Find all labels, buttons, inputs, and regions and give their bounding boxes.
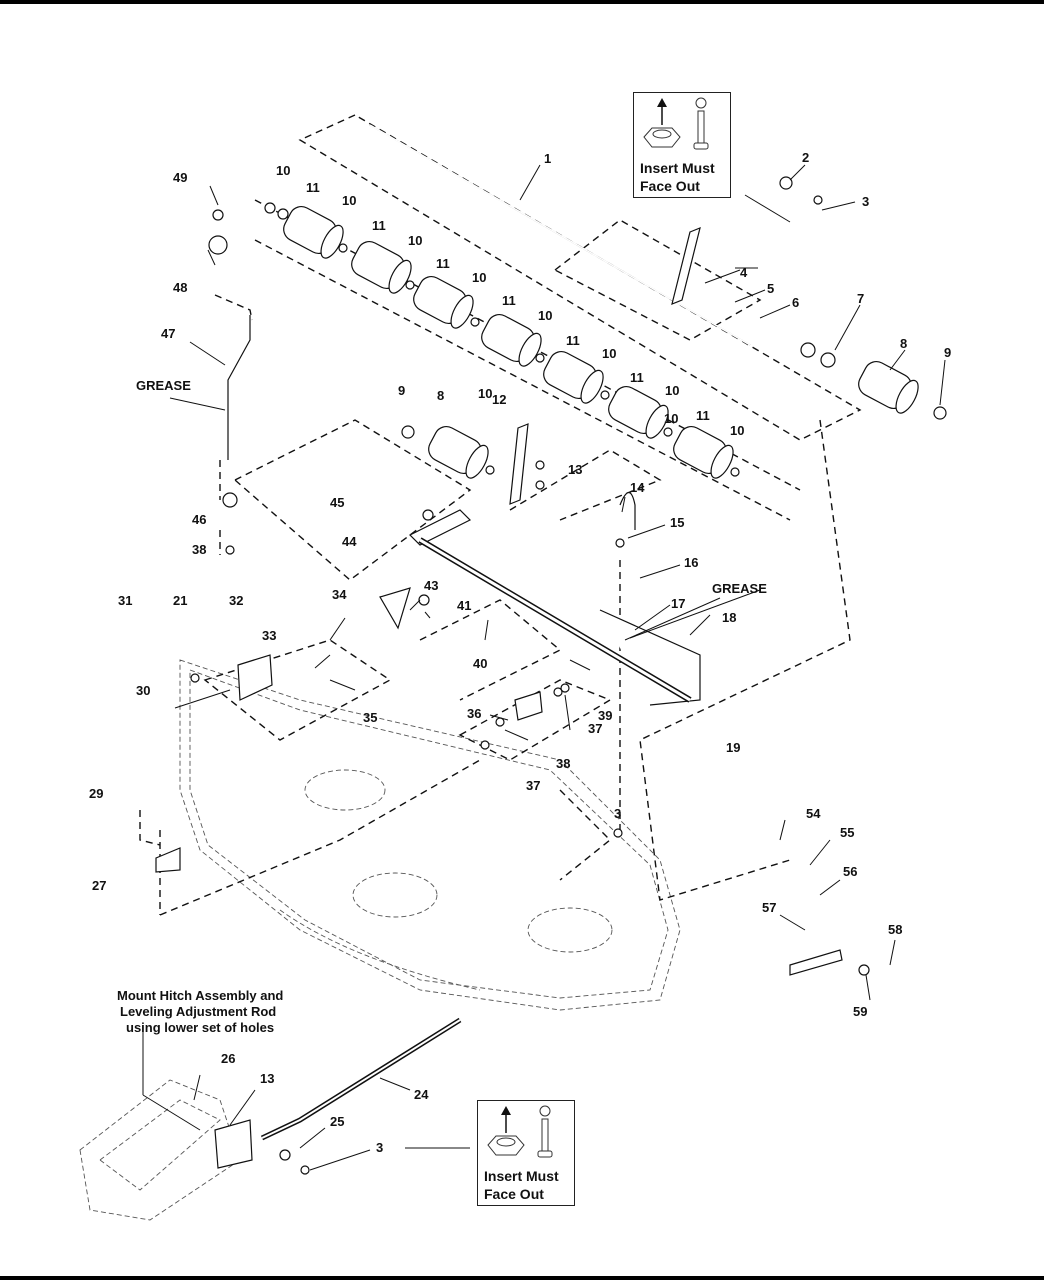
part-label: 24 <box>414 1087 429 1102</box>
part-label: 6 <box>792 295 799 310</box>
part-label: 13 <box>260 1071 274 1086</box>
part-label: 32 <box>229 593 243 608</box>
insert-face-out-callout-top: Insert Must Face Out <box>633 92 731 198</box>
part-label: 17 <box>671 596 685 611</box>
lever-47 <box>227 315 251 460</box>
part-label: 10 <box>408 233 422 248</box>
part-label: 59 <box>853 1004 867 1019</box>
part-label: 14 <box>630 480 645 495</box>
part-label: 34 <box>332 587 347 602</box>
grease-note-right: GREASE <box>712 581 767 596</box>
part-label: 11 <box>436 256 450 271</box>
part-label: 58 <box>888 922 902 937</box>
part-label: 40 <box>473 656 487 671</box>
part-label: 10 <box>665 383 679 398</box>
part-label: 10 <box>538 308 552 323</box>
part-label: 37 <box>588 721 602 736</box>
part-label: 11 <box>306 180 320 195</box>
part-label: 39 <box>598 708 612 723</box>
part-label: 16 <box>684 555 698 570</box>
part-label: 7 <box>857 291 864 306</box>
part-label: 33 <box>262 628 276 643</box>
mount-note-line1: Mount Hitch Assembly and <box>117 988 283 1003</box>
part-label: 8 <box>437 388 444 403</box>
part-label: 49 <box>173 170 187 185</box>
rollers <box>283 205 919 479</box>
part-label: 19 <box>726 740 740 755</box>
mount-note-line3: using lower set of holes <box>126 1020 274 1035</box>
part-label: 54 <box>806 806 821 821</box>
part-label: 10 <box>478 386 492 401</box>
part-label: 18 <box>722 610 736 625</box>
part-label: 44 <box>342 534 357 549</box>
part-label: 2 <box>802 150 809 165</box>
part-label: 21 <box>173 593 187 608</box>
part-label: 15 <box>670 515 684 530</box>
part-label: 8 <box>900 336 907 351</box>
part-label: 37 <box>526 778 540 793</box>
part-label: 38 <box>192 542 206 557</box>
part-label: 5 <box>767 281 774 296</box>
part-label: 56 <box>843 864 857 879</box>
part-label: 12 <box>492 392 506 407</box>
washers <box>190 176 947 1175</box>
insert-face-out-callout-bottom: Insert Must Face Out <box>477 1100 575 1206</box>
part-label: 46 <box>192 512 206 527</box>
part-label: 10 <box>276 163 290 178</box>
grease-note-left: GREASE <box>136 378 191 393</box>
part-label: 3 <box>376 1140 383 1155</box>
part-label: 45 <box>330 495 344 510</box>
callout-bottom-line2: Face Out <box>484 1186 544 1202</box>
part-label: 10 <box>602 346 616 361</box>
part-label: 11 <box>372 218 386 233</box>
part-label: 36 <box>467 706 481 721</box>
hitch-assembly <box>79 1079 241 1221</box>
part-label: 11 <box>566 333 580 348</box>
part-label: 31 <box>118 593 132 608</box>
part-label: 11 <box>502 293 516 308</box>
part-label: 11 <box>696 408 710 423</box>
part-label: 43 <box>424 578 438 593</box>
part-label: 13 <box>568 462 582 477</box>
mount-note-line2: Leveling Adjustment Rod <box>120 1004 276 1019</box>
part-label: 10 <box>664 411 678 426</box>
assembly-guides <box>139 114 862 916</box>
annotations: GREASE GREASE Mount Hitch Assembly and L… <box>117 378 767 1035</box>
part-label: 55 <box>840 825 854 840</box>
callout-top-line1: Insert Must <box>640 160 715 176</box>
part-label: 26 <box>221 1051 235 1066</box>
brackets <box>155 227 843 1169</box>
top-rule <box>0 0 1044 4</box>
part-label: 4 <box>740 265 748 280</box>
part-label: 41 <box>457 598 471 613</box>
part-label: 25 <box>330 1114 344 1129</box>
callout-bottom-line1: Insert Must <box>484 1168 559 1184</box>
part-label: 27 <box>92 878 106 893</box>
part-label: 9 <box>398 383 405 398</box>
part-label: 3 <box>614 806 621 821</box>
part-label: 3 <box>862 194 869 209</box>
part-label: 11 <box>630 370 644 385</box>
part-label: 29 <box>89 786 103 801</box>
leader-lines <box>142 164 946 1171</box>
part-label: 10 <box>472 270 486 285</box>
part-label: 57 <box>762 900 776 915</box>
part-label: 1 <box>544 151 551 166</box>
part-number-labels: 1 2 3 4 5 6 7 8 9 10 10 10 10 10 10 10 1… <box>89 150 951 1155</box>
mower-deck-outline <box>179 659 681 1011</box>
part-label: 10 <box>342 193 356 208</box>
bottom-rule <box>0 1276 1044 1280</box>
locknut-bolt-icon <box>643 97 709 150</box>
part-label: 35 <box>363 710 377 725</box>
part-label: 30 <box>136 683 150 698</box>
callout-top-line2: Face Out <box>640 178 700 194</box>
part-label: 48 <box>173 280 187 295</box>
part-label: 47 <box>161 326 175 341</box>
part-label: 38 <box>556 756 570 771</box>
part-label: 10 <box>730 423 744 438</box>
part-label: 9 <box>944 345 951 360</box>
locknut-bolt-icon <box>487 1105 553 1158</box>
